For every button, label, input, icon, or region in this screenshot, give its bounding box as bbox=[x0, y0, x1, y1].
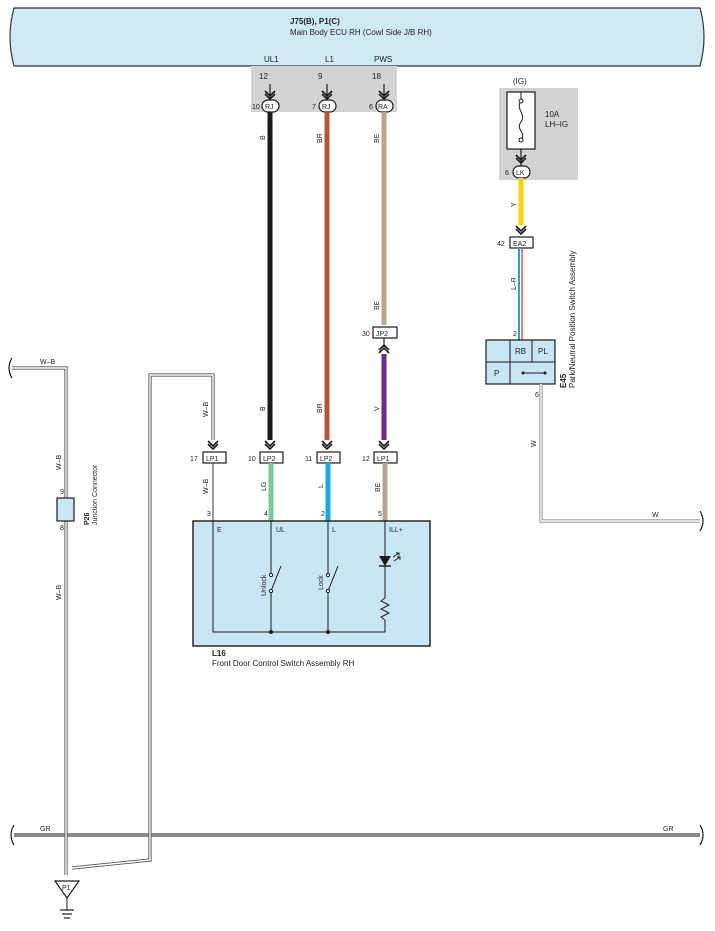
svg-text:RJ: RJ bbox=[265, 104, 274, 111]
svg-text:W–B: W–B bbox=[56, 455, 63, 471]
svg-text:6: 6 bbox=[535, 392, 539, 399]
connector-ea2: EA2 42 bbox=[497, 236, 534, 249]
svg-text:10: 10 bbox=[252, 104, 260, 111]
svg-text:W–B: W–B bbox=[40, 359, 56, 366]
pin-num-18: 18 bbox=[372, 72, 381, 81]
svg-text:3: 3 bbox=[207, 511, 211, 518]
ecu-title: J75(B), P1(C) bbox=[290, 17, 340, 26]
svg-text:30: 30 bbox=[362, 331, 370, 338]
svg-text:EA2: EA2 bbox=[513, 241, 526, 248]
svg-text:W: W bbox=[531, 440, 538, 447]
pin-name-pws: PWS bbox=[374, 55, 392, 64]
p26-name: Junction Connector bbox=[92, 464, 99, 525]
svg-text:(IG): (IG) bbox=[513, 77, 527, 86]
svg-text:2: 2 bbox=[513, 331, 517, 338]
fuse-block: (IG) 10A LH–IG LK 6 bbox=[499, 77, 578, 180]
connector-lp2-br: LP2 11 bbox=[305, 451, 341, 464]
p26-id: P26 bbox=[84, 512, 91, 525]
svg-text:11: 11 bbox=[305, 456, 312, 463]
connector-lp2-b: LP2 10 bbox=[248, 451, 284, 464]
pin-name-ul1: UL1 bbox=[264, 55, 279, 64]
svg-text:LG: LG bbox=[261, 482, 268, 491]
svg-text:RA: RA bbox=[378, 104, 388, 111]
pin-name-l1: L1 bbox=[325, 55, 334, 64]
svg-text:BR: BR bbox=[317, 133, 324, 143]
svg-text:P: P bbox=[494, 369, 499, 378]
svg-text:10: 10 bbox=[248, 456, 256, 463]
svg-text:B: B bbox=[260, 135, 267, 140]
unlock-label: Unlock bbox=[261, 574, 268, 596]
connector-lp1-v: LP1 12 bbox=[362, 451, 398, 464]
pin-num-12: 12 bbox=[259, 72, 268, 81]
wire-white bbox=[539, 384, 700, 523]
svg-text:W–B: W–B bbox=[203, 479, 210, 495]
svg-text:W–B: W–B bbox=[203, 402, 210, 418]
svg-text:10A: 10A bbox=[545, 110, 560, 119]
l16-name: Front Door Control Switch Assembly RH bbox=[212, 659, 354, 668]
svg-text:6: 6 bbox=[505, 170, 509, 177]
svg-text:12: 12 bbox=[362, 456, 370, 463]
svg-text:UL: UL bbox=[276, 527, 285, 534]
svg-text:Y: Y bbox=[511, 202, 518, 207]
wire-wb-mid bbox=[71, 373, 215, 870]
wire-wb-left bbox=[12, 366, 68, 875]
svg-text:RJ: RJ bbox=[322, 104, 331, 111]
svg-text:LH–IG: LH–IG bbox=[545, 120, 568, 129]
connector-lp1-wb: LP1 17 bbox=[190, 451, 227, 464]
svg-text:9: 9 bbox=[60, 489, 64, 496]
svg-text:6: 6 bbox=[369, 104, 373, 111]
svg-text:L–R: L–R bbox=[511, 277, 518, 290]
svg-text:17: 17 bbox=[190, 456, 198, 463]
svg-text:JP2: JP2 bbox=[376, 331, 388, 338]
svg-text:BR: BR bbox=[317, 403, 324, 413]
svg-text:LP1: LP1 bbox=[206, 456, 219, 463]
svg-text:E: E bbox=[217, 527, 222, 534]
svg-text:GR: GR bbox=[663, 826, 674, 833]
neutral-switch-e45: RB PL P bbox=[485, 339, 556, 385]
svg-text:LP2: LP2 bbox=[263, 456, 276, 463]
svg-text:RB: RB bbox=[515, 347, 526, 356]
svg-text:4: 4 bbox=[264, 511, 268, 518]
pin-num-9: 9 bbox=[318, 72, 323, 81]
svg-text:BE: BE bbox=[375, 482, 382, 492]
svg-text:B: B bbox=[260, 406, 267, 411]
svg-text:42: 42 bbox=[497, 241, 505, 248]
l16-id: L16 bbox=[212, 649, 226, 658]
junction-p26: 9 8 bbox=[56, 489, 75, 532]
svg-text:LP1: LP1 bbox=[377, 456, 390, 463]
svg-text:ILL+: ILL+ bbox=[389, 527, 403, 534]
svg-text:V: V bbox=[374, 406, 381, 411]
svg-text:L: L bbox=[318, 484, 325, 488]
svg-text:8: 8 bbox=[60, 525, 64, 532]
svg-text:BE: BE bbox=[374, 133, 381, 143]
switch-assembly-l16: E UL L ILL+ Unlock Lock bbox=[192, 520, 431, 647]
svg-text:BE: BE bbox=[374, 300, 381, 310]
svg-text:2: 2 bbox=[321, 511, 325, 518]
svg-text:5: 5 bbox=[378, 511, 382, 518]
svg-text:PL: PL bbox=[538, 347, 548, 356]
svg-text:7: 7 bbox=[312, 104, 316, 111]
e45-id: E45 bbox=[559, 373, 568, 388]
svg-text:LP2: LP2 bbox=[320, 456, 333, 463]
ground-p1: P1 bbox=[53, 880, 81, 919]
e45-name: Park/Neutral Position Switch Assembly bbox=[568, 251, 577, 388]
svg-text:W: W bbox=[652, 512, 659, 519]
svg-text:P1: P1 bbox=[62, 885, 71, 892]
svg-text:L: L bbox=[332, 527, 336, 534]
connector-jp2: JP2 30 bbox=[362, 326, 398, 339]
svg-text:LK: LK bbox=[516, 170, 525, 177]
lock-label: Lock bbox=[318, 575, 325, 590]
svg-text:GR: GR bbox=[40, 826, 51, 833]
ecu-block: J75(B), P1(C) Main Body ECU RH (Cowl Sid… bbox=[9, 7, 705, 67]
ecu-subtitle: Main Body ECU RH (Cowl Side J/B RH) bbox=[290, 28, 432, 37]
svg-text:W–B: W–B bbox=[56, 585, 63, 601]
